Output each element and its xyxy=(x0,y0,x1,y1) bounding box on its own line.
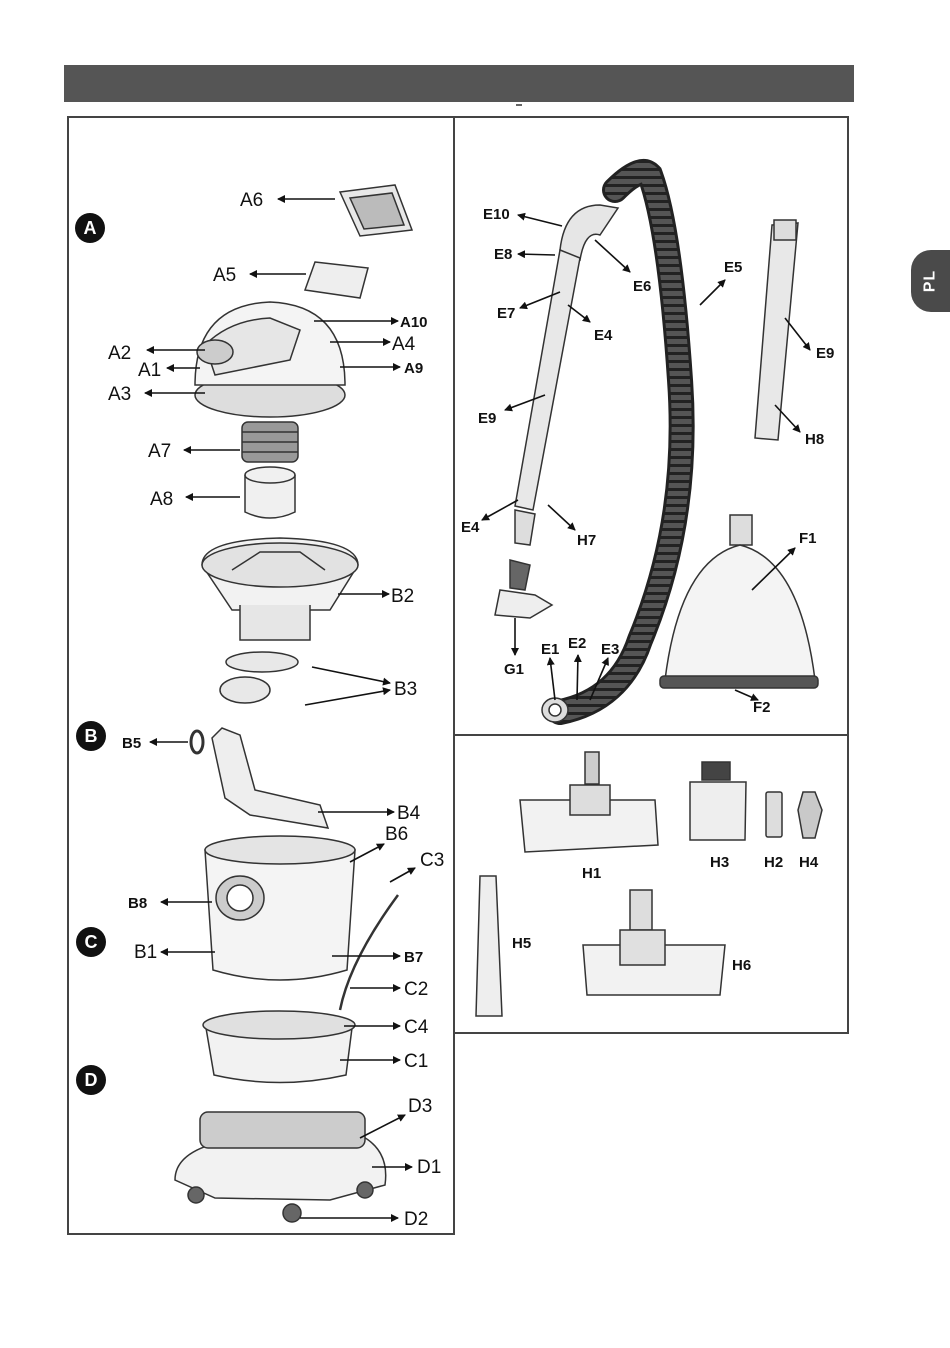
label-b7: B7 xyxy=(404,949,423,966)
svg-text:A: A xyxy=(84,218,97,238)
part-filter-pad xyxy=(305,262,368,298)
label-e9-right: E9 xyxy=(816,345,834,362)
label-b6: B6 xyxy=(385,824,408,845)
part-separator-bowl xyxy=(202,538,358,640)
part-sponge-pads xyxy=(220,652,298,703)
label-a5: A5 xyxy=(213,265,236,286)
label-a4: A4 xyxy=(392,334,416,355)
label-g1: G1 xyxy=(504,661,524,678)
label-e1: E1 xyxy=(541,641,559,658)
label-a2: A2 xyxy=(108,343,131,364)
label-b5: B5 xyxy=(122,735,141,752)
label-b8: B8 xyxy=(128,895,147,912)
part-hose-inlet xyxy=(542,698,568,722)
label-h5: H5 xyxy=(512,935,531,952)
part-turbo-brush xyxy=(583,890,725,995)
svg-text:C: C xyxy=(85,932,98,952)
label-e2: E2 xyxy=(568,635,586,652)
label-b3: B3 xyxy=(394,679,417,700)
label-h2: H2 xyxy=(764,854,783,871)
label-d2: D2 xyxy=(404,1209,428,1230)
part-float-cage xyxy=(242,422,298,462)
label-b2: B2 xyxy=(391,586,414,607)
label-h8: H8 xyxy=(805,431,824,448)
label-e8: E8 xyxy=(494,246,512,263)
label-h6: H6 xyxy=(732,957,751,974)
part-upholstery-brush xyxy=(690,762,746,840)
label-a1: A1 xyxy=(138,360,161,381)
part-base-trolley xyxy=(175,1112,386,1222)
svg-text:D: D xyxy=(85,1070,98,1090)
label-b1: B1 xyxy=(134,942,157,963)
label-h3: H3 xyxy=(710,854,729,871)
label-e6: E6 xyxy=(633,278,651,295)
label-c2: C2 xyxy=(404,979,428,1000)
part-handle xyxy=(212,728,328,828)
part-crevice-tool xyxy=(476,876,502,1016)
section-marker-b: B xyxy=(76,721,106,751)
label-c1: C1 xyxy=(404,1051,428,1072)
part-telescopic-tube xyxy=(515,250,580,510)
section-marker-c: C xyxy=(76,927,106,957)
label-h7: H7 xyxy=(577,532,596,549)
part-combination-nozzle xyxy=(520,752,658,852)
label-e5: E5 xyxy=(724,259,742,276)
svg-text:B: B xyxy=(85,726,98,746)
label-c4: C4 xyxy=(404,1017,429,1038)
part-crevice-brush xyxy=(495,560,552,618)
label-b4: B4 xyxy=(397,803,421,824)
label-d3: D3 xyxy=(408,1096,432,1117)
label-h4: H4 xyxy=(799,854,819,871)
label-e4-lower: E4 xyxy=(461,519,480,536)
label-e3: E3 xyxy=(601,641,619,658)
section-marker-d: D xyxy=(76,1065,106,1095)
part-water-container xyxy=(203,1011,355,1083)
label-a8: A8 xyxy=(150,489,173,510)
part-floor-nozzle xyxy=(660,515,818,688)
label-e7: E7 xyxy=(497,305,515,322)
part-o-ring xyxy=(191,731,203,753)
section-marker-a: A xyxy=(75,213,105,243)
label-d1: D1 xyxy=(417,1157,441,1178)
label-a10: A10 xyxy=(400,314,428,331)
part-handle-grip xyxy=(560,205,618,260)
label-f1: F1 xyxy=(799,530,817,547)
part-adapter xyxy=(766,792,782,837)
part-small-brush xyxy=(798,792,822,838)
part-motor-head xyxy=(195,302,345,417)
label-e9-left: E9 xyxy=(478,410,496,427)
label-h1: H1 xyxy=(582,865,601,882)
label-a7: A7 xyxy=(148,441,171,462)
label-f2: F2 xyxy=(753,699,771,716)
part-tube-end xyxy=(515,510,535,545)
part-cartridge-filter xyxy=(245,467,295,518)
part-tank xyxy=(205,836,355,980)
label-c3: C3 xyxy=(420,850,444,871)
label-e4-upper: E4 xyxy=(594,327,613,344)
part-exhaust-grille xyxy=(340,185,412,236)
label-a9: A9 xyxy=(404,360,423,377)
label-a6: A6 xyxy=(240,190,263,211)
label-a3: A3 xyxy=(108,384,131,405)
label-e10: E10 xyxy=(483,206,510,223)
